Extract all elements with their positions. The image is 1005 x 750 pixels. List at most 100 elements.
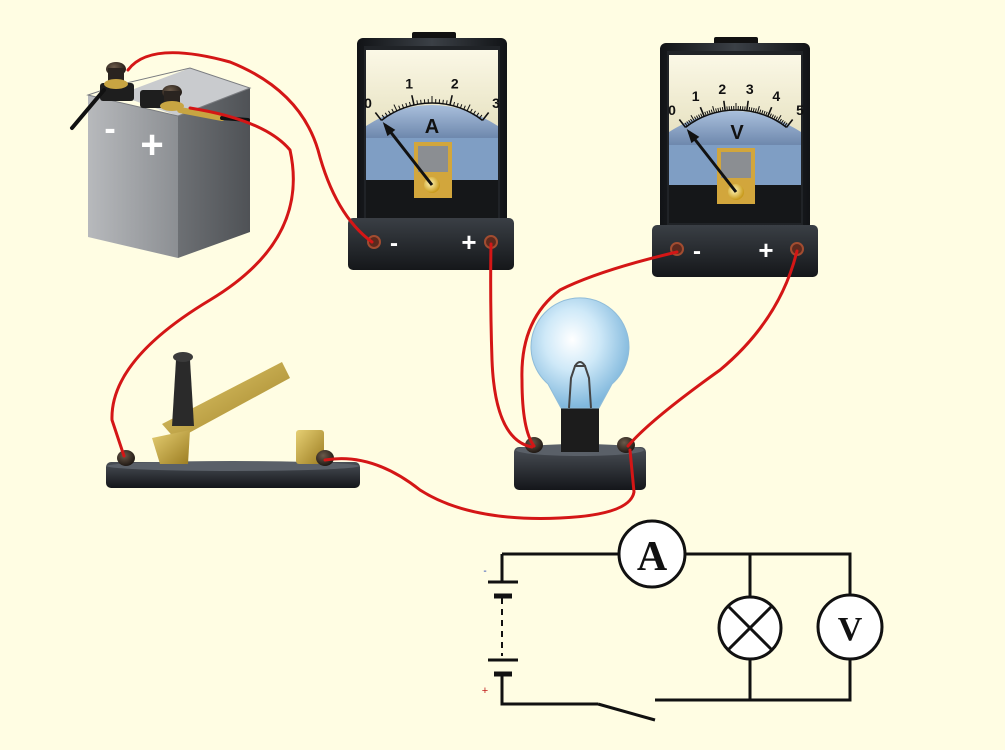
- ammeter-tick: [442, 99, 444, 104]
- voltmeter-negative-label: -: [693, 238, 701, 265]
- ammeter-tick: [408, 101, 411, 106]
- ammeter-positive-label: +: [461, 227, 476, 257]
- ammeter-negative-terminal[interactable]: [367, 235, 381, 249]
- voltmeter-scale-arc: [685, 109, 787, 128]
- voltmeter-tick: [684, 122, 688, 127]
- ammeter-tick-label: 1: [405, 76, 413, 92]
- ammeter-tick: [445, 100, 448, 105]
- ammeter-tick: [481, 112, 490, 121]
- circuit-schematic: [488, 519, 884, 722]
- ammeter-base: [348, 218, 514, 270]
- switch-handle[interactable]: [172, 360, 194, 426]
- ammeter-tick: [473, 110, 476, 115]
- voltmeter-tick: [771, 114, 774, 119]
- voltmeter-tick: [700, 113, 703, 118]
- wire-voltmeter-to-lamp-right: [626, 249, 799, 448]
- lamp-filament: [568, 365, 592, 409]
- schematic-battery-negative-mark: -: [483, 566, 486, 577]
- wire-battery-to-switch: [110, 106, 295, 458]
- ammeter-tick: [420, 99, 422, 104]
- voltmeter-tick: [785, 119, 794, 128]
- ammeter-needle-tip: [382, 121, 396, 137]
- voltmeter-base: [652, 225, 818, 277]
- ammeter-tick-label: 2: [451, 76, 459, 92]
- voltmeter-tick: [775, 116, 778, 121]
- wire-ammeter-to-lamp: [489, 242, 534, 449]
- voltmeter-tick: [678, 119, 687, 128]
- voltmeter-tick: [694, 116, 697, 121]
- wire-switch-to-lamp: [323, 448, 636, 520]
- ammeter-tick: [416, 100, 419, 105]
- ammeter-tick-label: 3: [492, 95, 500, 111]
- schematic-voltmeter-label: V: [838, 611, 863, 648]
- ammeter-tick: [381, 114, 385, 119]
- voltmeter-tick: [690, 114, 695, 122]
- voltmeter-tick: [715, 108, 718, 113]
- ammeter-tick: [449, 95, 453, 106]
- schematic-switch-arm: [597, 702, 656, 722]
- voltmeter-tick: [686, 121, 690, 126]
- battery-front: [88, 95, 178, 258]
- battery-positive-terminal[interactable]: [140, 85, 250, 122]
- ammeter-tick: [401, 104, 405, 109]
- voltmeter-tick: [710, 109, 713, 114]
- schematic-battery: [488, 580, 518, 677]
- wires: [110, 51, 799, 520]
- ammeter-tick: [479, 114, 483, 119]
- ammeter-tick: [411, 95, 415, 106]
- voltmeter-tick: [763, 110, 766, 115]
- ammeter-tick: [388, 110, 391, 115]
- switch-right-terminal[interactable]: [316, 450, 334, 466]
- lamp: [514, 297, 646, 490]
- ammeter-tick: [453, 101, 456, 106]
- voltmeter-tick: [759, 109, 762, 114]
- voltmeter-tick: [719, 107, 722, 112]
- voltmeter-tick: [717, 107, 720, 112]
- ammeter-scale-band: [366, 105, 498, 138]
- voltmeter-tick: [778, 118, 782, 123]
- knife-switch[interactable]: [106, 352, 360, 488]
- battery-negative-label: -: [104, 110, 115, 148]
- wire-voltmeter-to-lamp-left: [520, 250, 679, 448]
- voltmeter-tick: [765, 111, 768, 116]
- wire-battery-to-ammeter: [126, 51, 374, 244]
- ammeter-tick: [393, 104, 398, 112]
- voltmeter-tick: [723, 100, 726, 111]
- ammeter-needle: [384, 124, 434, 186]
- ammeter-tick: [459, 104, 463, 109]
- voltmeter-tick: [690, 118, 694, 123]
- ammeter-tick: [466, 104, 471, 112]
- ammeter-tick: [391, 108, 395, 113]
- lamp-bulb-glass: [530, 297, 630, 409]
- voltmeter-tick: [777, 114, 782, 122]
- voltmeter-tick: [698, 114, 701, 119]
- voltmeter-tick-label: 4: [772, 88, 780, 104]
- voltmeter-tick: [782, 121, 786, 126]
- switch-left-terminal[interactable]: [117, 450, 135, 466]
- voltmeter-needle: [688, 131, 738, 193]
- voltmeter-tick: [708, 110, 711, 115]
- ammeter-tick: [384, 112, 388, 117]
- schematic-ammeter-label: A: [637, 534, 668, 580]
- ammeter-tick: [469, 108, 473, 113]
- ammeter-negative-label: -: [390, 230, 398, 257]
- battery-negative-terminal[interactable]: [70, 62, 134, 130]
- voltmeter-tick: [721, 107, 724, 112]
- voltmeter-tick-label: 5: [796, 102, 804, 118]
- battery-positive-label: +: [140, 123, 163, 167]
- voltmeter-tick: [780, 119, 784, 124]
- schematic-wire-bottom-right: [655, 660, 852, 702]
- voltmeter-tick: [688, 119, 692, 124]
- voltmeter-tick: [757, 105, 760, 113]
- switch-blade[interactable]: [162, 362, 290, 440]
- voltmeter-tick: [767, 106, 773, 117]
- voltmeter-needle-tip: [686, 128, 700, 144]
- schematic-wire-battery-bottom: [500, 676, 598, 706]
- lamp-socket: [561, 408, 599, 452]
- ammeter-tick: [456, 102, 459, 108]
- voltmeter-scale-band: [669, 111, 801, 145]
- ammeter-tick: [463, 105, 466, 110]
